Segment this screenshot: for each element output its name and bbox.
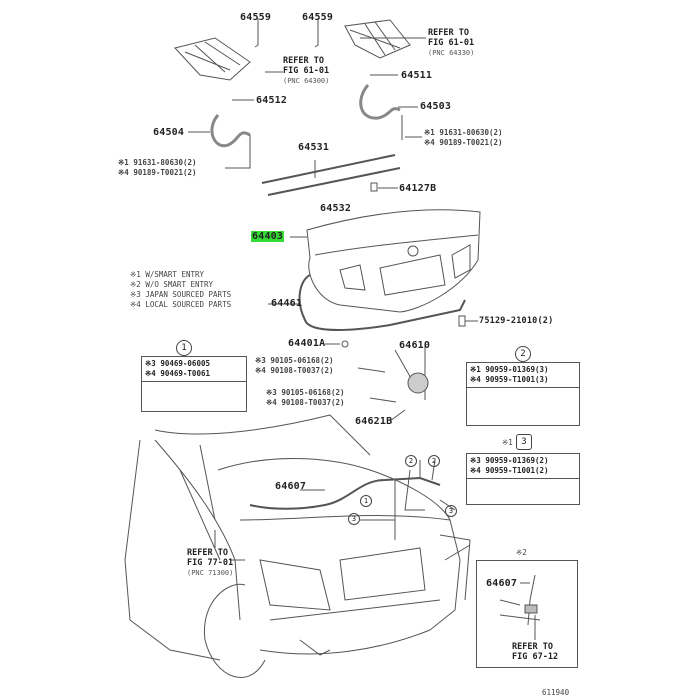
note: ※3 JAPAN SOURCED PARTS (130, 290, 232, 299)
part-label-64511[interactable]: 64511 (401, 70, 433, 81)
fastener-part: ※1 91631-80630(2) (118, 158, 197, 167)
leader-lines (254, 18, 319, 48)
note: ※1 W/SMART ENTRY (130, 270, 205, 279)
reference-text: REFER TO (187, 548, 228, 558)
fastener-list-left-hinge[interactable]: ※1 91631-80630(2) ※4 90189-T0021(2) (118, 158, 197, 178)
fastener-part: ※3 90105-06168(2) (266, 388, 345, 397)
fastener-part: ※1 91631-80630(2) (424, 128, 503, 137)
part-label-64512[interactable]: 64512 (256, 95, 288, 106)
note: ※4 LOCAL SOURCED PARTS (130, 300, 232, 309)
part-label-64607[interactable]: 64607 (275, 481, 307, 492)
reference-pnc: (PNC 71300) (187, 569, 234, 577)
fastener-part: ※3 90105-06168(2) (255, 356, 334, 365)
part-label-64559[interactable]: 64559 (240, 12, 272, 23)
marker-2: 2 (405, 455, 417, 467)
part-label-64531[interactable]: 64531 (298, 142, 330, 153)
box-part: ※4 90959-T1001(3) (470, 375, 549, 384)
part-label-64610[interactable]: 64610 (399, 340, 431, 351)
fastener-list-lock-b[interactable]: ※3 90105-06168(2) ※4 90108-T0037(2) (266, 388, 345, 408)
marker-3: 3 (445, 505, 457, 517)
note: ※2 W/O SMART ENTRY (130, 280, 214, 289)
torsion-bar (261, 154, 401, 196)
inset-marker: ※2 (516, 548, 527, 557)
reference-text: FIG 77-01 (187, 558, 234, 568)
inset-box (476, 560, 578, 668)
reference-fig-67-12[interactable]: REFER TO FIG 67-12 (512, 642, 558, 662)
weatherstrip (298, 274, 466, 331)
reference-text: REFER TO (428, 28, 469, 38)
part-label-64127b[interactable]: 64127B (399, 183, 437, 194)
marker-2: 2 (428, 455, 440, 467)
reference-text: REFER TO (283, 56, 324, 66)
part-label-64532[interactable]: 64532 (320, 203, 352, 214)
callout-marker-2: 2 (515, 346, 531, 362)
part-label-64401a[interactable]: 64401A (288, 338, 326, 349)
box-part: ※1 90959-01369(3) (470, 365, 549, 374)
part-label-64559[interactable]: 64559 (302, 12, 334, 23)
wire-harness (249, 476, 441, 510)
hinge-bracket-right (344, 19, 411, 59)
reference-text: REFER TO (512, 642, 553, 652)
hinge-arm-left (210, 114, 251, 148)
callout-box-1[interactable]: ※3 90469-06005※4 90469-T0061 (141, 356, 247, 412)
fastener-list-right-hinge[interactable]: ※1 91631-80630(2) ※4 90189-T0021(2) (424, 128, 503, 148)
part-label-75129[interactable]: 75129-21010(2) (479, 316, 554, 326)
box-part: ※3 90469-06005 (145, 359, 210, 368)
reference-text: FIG 61-01 (428, 38, 475, 48)
lock-assembly (407, 372, 429, 394)
callout-marker-1: 1 (176, 340, 192, 356)
part-label-64461[interactable]: 64461 (271, 298, 303, 309)
drawing-code: 611940 (542, 688, 570, 697)
legend-notes: ※1 W/SMART ENTRY ※2 W/O SMART ENTRY ※3 J… (130, 270, 231, 310)
fastener-part: ※4 90189-T0021(2) (118, 168, 197, 177)
reference-text: FIG 67-12 (512, 652, 559, 662)
part-label-64503[interactable]: 64503 (420, 101, 452, 112)
part-label-64504[interactable]: 64504 (153, 127, 185, 138)
hinge-arm-right (359, 84, 401, 120)
luggage-compartment-door (306, 209, 481, 313)
fastener-part: ※4 90108-T0037(2) (255, 366, 334, 375)
hinge-bracket-left (174, 37, 251, 81)
reference-pnc: (PNC 64330) (428, 49, 475, 57)
fastener-list-lock-a[interactable]: ※3 90105-06168(2) ※4 90108-T0037(2) (255, 356, 334, 376)
reference-pnc: (PNC 64300) (283, 77, 330, 85)
fastener-part: ※4 90189-T0021(2) (424, 138, 503, 147)
marker-1: 1 (360, 495, 372, 507)
reference-fig-61-01-a[interactable]: REFER TO FIG 61-01 (PNC 64300) (283, 56, 329, 86)
box-part: ※4 90469-T0061 (145, 369, 210, 378)
cushion (370, 182, 378, 192)
callout-marker-3: 3 (516, 434, 532, 450)
part-label-64403-highlighted[interactable]: 64403 (251, 231, 285, 242)
reference-fig-77-01[interactable]: REFER TO FIG 77-01 (PNC 71300) (187, 548, 233, 578)
box-part: ※4 90959-T1001(2) (470, 466, 549, 475)
callout-prefix-3: ※1 (502, 438, 513, 447)
marker-3: 3 (348, 513, 360, 525)
part-label-64607-inset[interactable]: 64607 (486, 578, 518, 589)
part-label-64621b[interactable]: 64621B (355, 416, 393, 427)
vehicle-rear-outline (124, 414, 471, 678)
callout-box-2[interactable]: ※1 90959-01369(3)※4 90959-T1001(3) (466, 362, 580, 426)
callout-box-3[interactable]: ※3 90959-01369(2)※4 90959-T1001(2) (466, 453, 580, 505)
box-part: ※3 90959-01369(2) (470, 456, 549, 465)
fastener-part: ※4 90108-T0037(2) (266, 398, 345, 407)
reference-text: FIG 61-01 (283, 66, 330, 76)
reference-fig-61-01-b[interactable]: REFER TO FIG 61-01 (PNC 64330) (428, 28, 474, 58)
